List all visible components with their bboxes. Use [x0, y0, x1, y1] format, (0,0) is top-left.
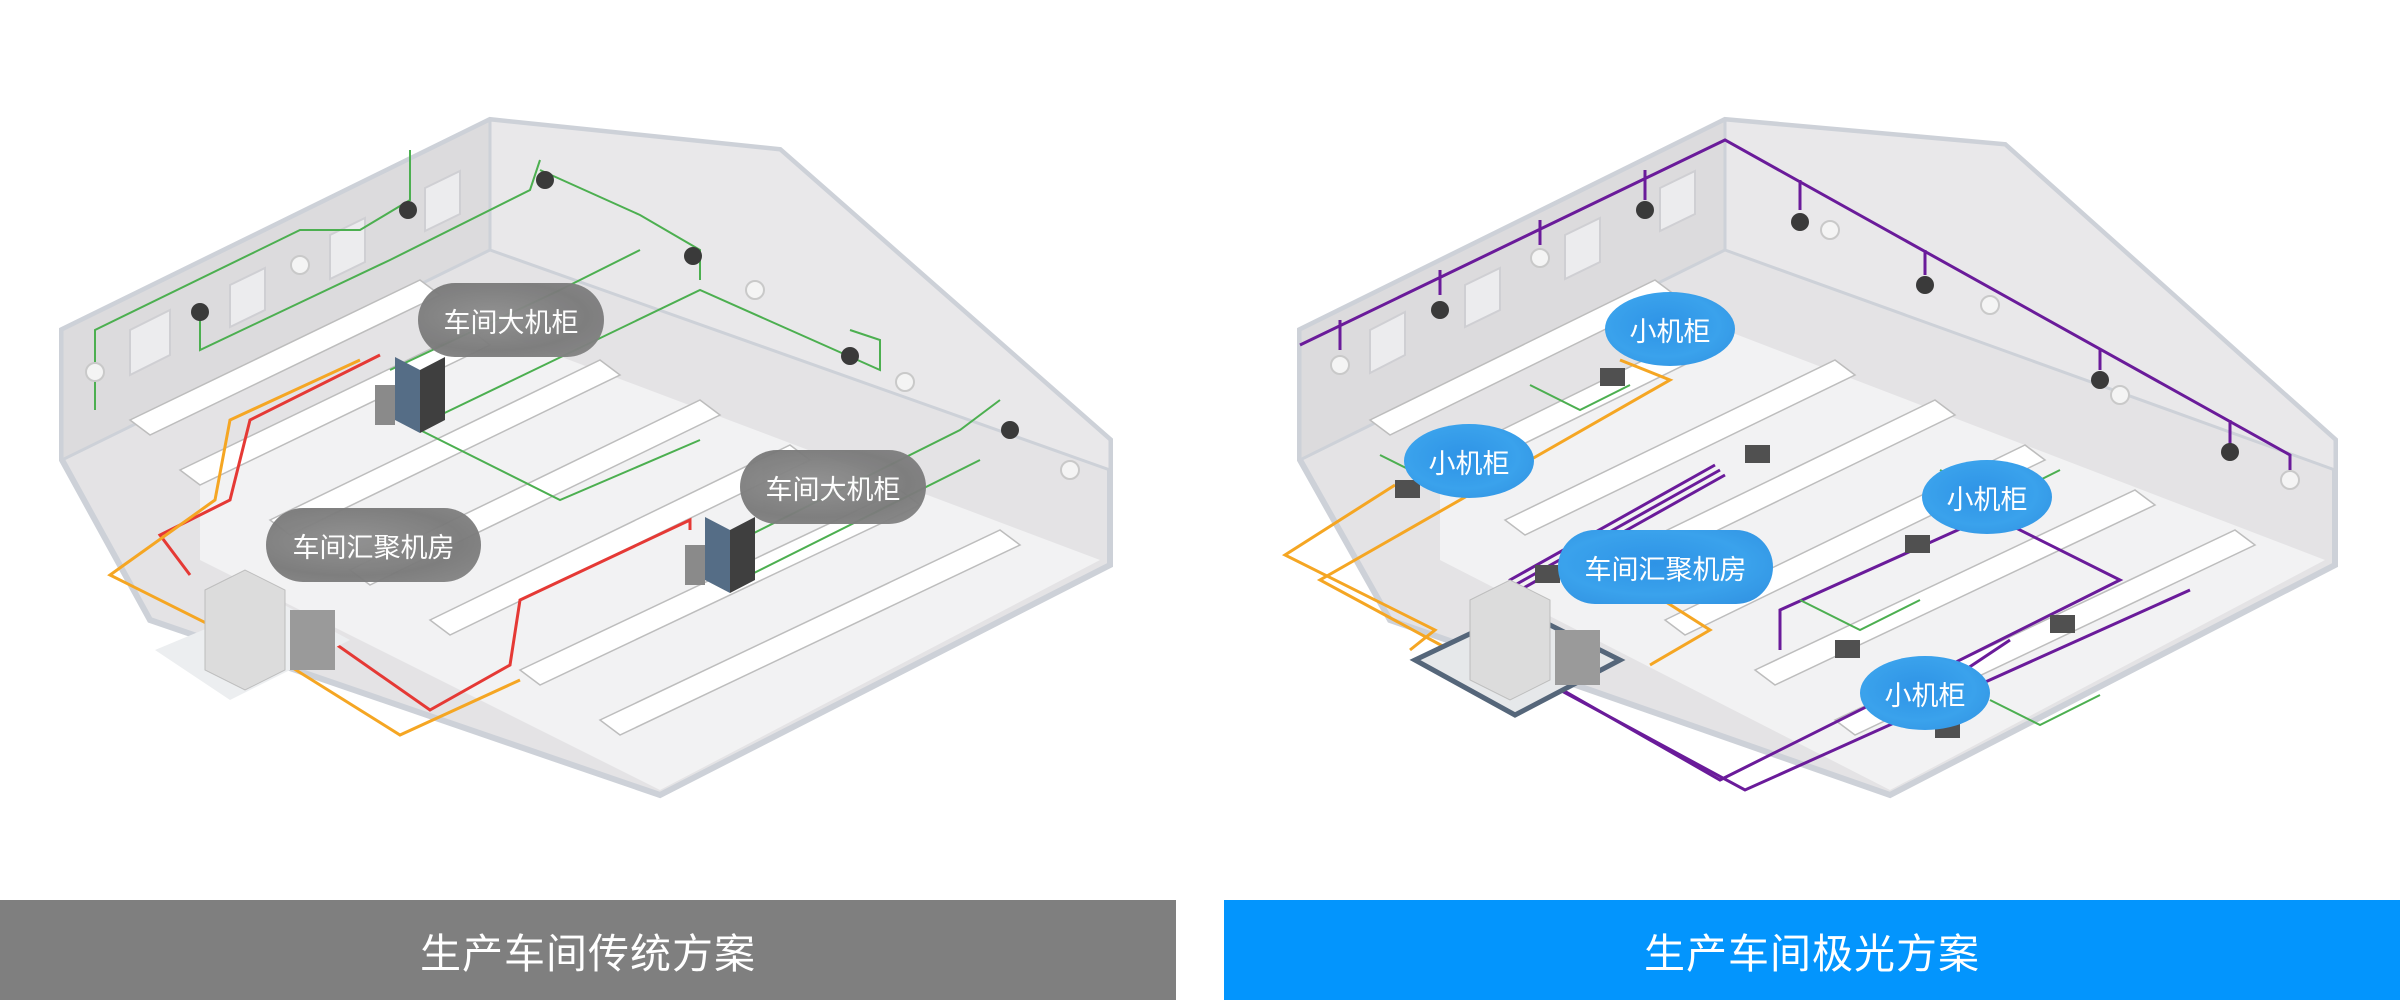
callout-small-cabinet-3: 小机柜	[1922, 460, 2052, 534]
aurora-scheme-title-bar: 生产车间极光方案	[1224, 900, 2400, 1000]
callout-big-cabinet-1: 车间大机柜	[418, 283, 604, 357]
callout-aggregation-room: 车间汇聚机房	[1558, 530, 1773, 604]
callout-big-cabinet-2: 车间大机柜	[740, 450, 926, 524]
traditional-scheme-diagram: 车间大机柜 车间大机柜 车间汇聚机房	[0, 0, 1200, 900]
traditional-scheme-title: 生产车间传统方案	[420, 930, 756, 978]
camera-icons	[1431, 201, 2239, 461]
callout-aggregation-room: 车间汇聚机房	[266, 508, 481, 582]
access-cabling	[94, 150, 1001, 581]
workshop-illustration-aurora	[1281, 116, 2338, 799]
callout-small-cabinet-4: 小机柜	[1860, 656, 1990, 730]
wifi-ap-icons	[85, 255, 1080, 480]
workshop-illustration-traditional	[59, 116, 1113, 799]
camera-icons	[191, 171, 1019, 439]
aurora-scheme-title: 生产车间极光方案	[1644, 930, 1980, 978]
callout-small-cabinet-2: 小机柜	[1404, 424, 1534, 498]
traditional-scheme-title-bar: 生产车间传统方案	[0, 900, 1176, 1000]
callout-small-cabinet-1: 小机柜	[1605, 292, 1735, 366]
wifi-ap-icons	[1330, 220, 2300, 490]
big-cabinet-2	[685, 517, 755, 593]
aggregation-room	[155, 569, 350, 700]
right-wall	[488, 118, 1112, 473]
right-wall	[1723, 118, 2337, 473]
windows	[1369, 169, 1696, 375]
aurora-scheme-diagram: 小机柜 小机柜 小机柜 小机柜 车间汇聚机房	[1200, 0, 2400, 900]
uplink-cabling	[107, 353, 692, 737]
aggregation-room	[1409, 579, 1626, 718]
windows	[129, 169, 461, 377]
big-cabinet-1	[375, 357, 445, 433]
